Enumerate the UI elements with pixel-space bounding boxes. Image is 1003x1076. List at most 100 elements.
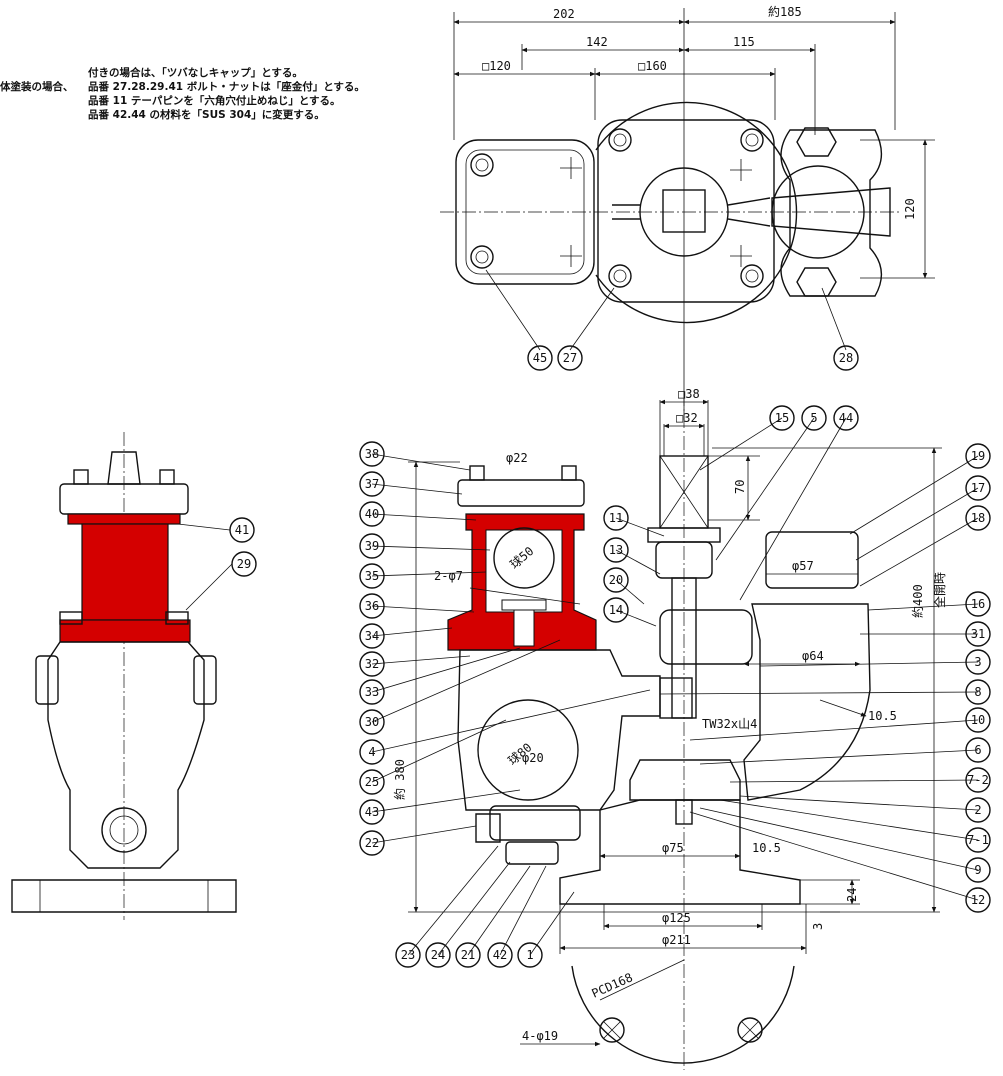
- svg-text:37: 37: [365, 477, 379, 491]
- dim-t105b: 10.5: [752, 841, 781, 855]
- svg-text:7-1: 7-1: [967, 833, 989, 847]
- svg-text:10: 10: [971, 713, 985, 727]
- balloon: 14: [603, 597, 657, 627]
- dim-phi57: φ57: [792, 559, 814, 573]
- dim-sq160: □160: [638, 59, 667, 73]
- float-ball-large: [477, 699, 579, 801]
- dim-115: 115: [733, 35, 755, 49]
- balloon: 12: [689, 811, 991, 913]
- note-text: 品番 42.44 の材料を「SUS 304」に変更する。: [88, 109, 325, 121]
- note-text: 品番 11 テーパピンを「六角穴付止めねじ」とする。: [88, 95, 341, 107]
- balloon: 7-2: [729, 767, 991, 793]
- svg-text:15: 15: [775, 411, 789, 425]
- balloon: 28: [833, 345, 859, 371]
- svg-text:41: 41: [235, 523, 249, 537]
- svg-text:34: 34: [365, 629, 379, 643]
- dim-phi64: φ64: [802, 649, 824, 663]
- svg-text:4: 4: [368, 745, 375, 759]
- dim-24: 24: [845, 888, 859, 902]
- dim-2phi7: 2-φ7: [434, 569, 463, 583]
- svg-text:25: 25: [365, 775, 379, 789]
- balloon: 44: [739, 405, 859, 601]
- svg-text:6: 6: [974, 743, 981, 757]
- balloon: 34: [359, 623, 453, 649]
- svg-text:29: 29: [237, 557, 251, 571]
- balloon: 20: [603, 567, 645, 605]
- dim-holes: 4-φ19: [522, 1029, 558, 1043]
- outlet-port: [101, 807, 147, 853]
- dim-185: 約185: [768, 4, 802, 19]
- dim-sq120: □120: [482, 59, 511, 73]
- valve-disc: [629, 759, 741, 801]
- dim-fullopen: 全開時: [932, 572, 947, 608]
- dim-400: 約400: [910, 584, 925, 618]
- balloon: 45: [527, 345, 553, 371]
- dim-phi125: φ125: [662, 911, 691, 925]
- dim-70: 70: [733, 480, 747, 494]
- svg-text:3: 3: [974, 655, 981, 669]
- balloon: 41: [229, 517, 255, 543]
- balloon: 8: [659, 679, 991, 705]
- balloon: 29: [231, 551, 257, 577]
- balloon: 15: [699, 405, 795, 471]
- dim-202: 202: [553, 7, 575, 21]
- svg-text:35: 35: [365, 569, 379, 583]
- note-row: 品番 42.44 の材料を「SUS 304」に変更する。: [0, 108, 440, 122]
- balloon: 21: [455, 865, 531, 968]
- svg-text:14: 14: [609, 603, 623, 617]
- svg-text:31: 31: [971, 627, 985, 641]
- balloon: 3: [759, 649, 991, 675]
- balloon: 31: [860, 621, 991, 647]
- drain-plug: [475, 813, 501, 843]
- note-row: 品番 11 テーパピンを「六角穴付止めねじ」とする。: [0, 94, 440, 108]
- balloon: 25: [359, 719, 507, 795]
- valve-hub: [639, 167, 729, 257]
- note-text: 品番 27.28.29.41 ボルト・ナットは「座金付」とする。: [88, 81, 365, 93]
- note-row: 付きの場合は、「ツバなしキャップ」とする。: [0, 66, 440, 80]
- balloon: 7-1: [719, 799, 991, 853]
- dim-v120: 120: [903, 198, 917, 220]
- svg-text:17: 17: [971, 481, 985, 495]
- lower-body: [559, 799, 801, 905]
- svg-text:42: 42: [493, 948, 507, 962]
- svg-text:1: 1: [526, 948, 533, 962]
- balloon: 22: [359, 825, 477, 856]
- svg-text:5: 5: [810, 411, 817, 425]
- air-valve-cover: [457, 479, 585, 507]
- cap-lever: [771, 187, 891, 237]
- center-square-cover: [597, 119, 775, 303]
- balloon: 19: [849, 443, 991, 535]
- svg-text:33: 33: [365, 685, 379, 699]
- highlight-flange: [59, 619, 191, 643]
- svg-text:39: 39: [365, 539, 379, 553]
- highlight-ring-top: [67, 513, 181, 525]
- svg-text:7-2: 7-2: [967, 773, 989, 787]
- dim-phi22: φ22: [506, 451, 528, 465]
- balloon: 10: [689, 707, 991, 741]
- svg-text:21: 21: [461, 948, 475, 962]
- svg-text:43: 43: [365, 805, 379, 819]
- balloon: 9: [699, 807, 991, 883]
- dim-t105a: 10.5: [868, 709, 897, 723]
- balloon: 38: [359, 441, 471, 471]
- dim-phi20: φ20: [522, 751, 544, 765]
- balloon: 36: [359, 593, 475, 619]
- balloon: 32: [359, 651, 471, 677]
- svg-text:12: 12: [971, 893, 985, 907]
- balloon: 33: [359, 647, 521, 705]
- bottom-flange-plan: [571, 965, 795, 1064]
- bolt-group-left: [470, 128, 764, 288]
- svg-text:18: 18: [971, 511, 985, 525]
- valve-body: [47, 641, 205, 869]
- main-body: [457, 649, 661, 811]
- bonnet: [659, 609, 753, 665]
- note-label: 体塗装の場合、: [0, 81, 74, 93]
- balloon: 43: [359, 789, 521, 825]
- svg-text:30: 30: [365, 715, 379, 729]
- right-cap-flange: [780, 129, 883, 297]
- svg-text:32: 32: [365, 657, 379, 671]
- balloon: 37: [359, 471, 463, 497]
- balloon: 42: [487, 865, 547, 968]
- balloon: 17: [855, 475, 991, 561]
- svg-text:36: 36: [365, 599, 379, 613]
